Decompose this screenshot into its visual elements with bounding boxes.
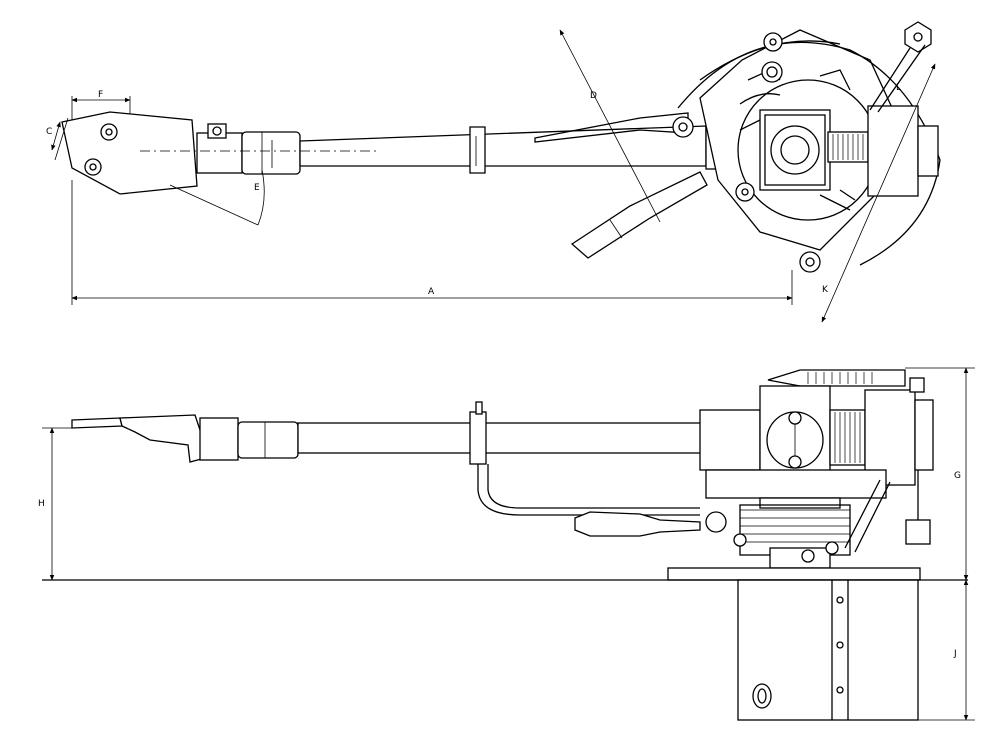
headshell [61,111,198,195]
dim-label-l: L [896,83,901,93]
pivot-assembly-top [677,21,941,273]
arm-lift [534,112,694,143]
headshell-collar [196,123,301,175]
pivot-assembly-side [705,369,934,569]
cueing-lever [570,171,708,259]
dim-label-a: A [428,287,435,297]
side-view: H G J [38,367,975,721]
dim-label-f: F [98,90,103,100]
dim-label-c: C [46,127,52,137]
arm-tube-side [297,401,761,537]
dim-label-d: D [590,91,597,101]
dim-label-j: J [953,649,957,659]
top-view: A F C E D K L [46,21,941,323]
dim-label-k: K [822,285,829,295]
dim-label-g: G [954,471,961,481]
dimensions-top: A F C E D K L [46,29,936,323]
arm-tube [140,125,707,174]
dim-label-h: H [38,499,45,509]
headshell-side [71,414,299,463]
dimensions-side: H G J [38,367,975,721]
dim-label-e: E [254,183,260,193]
mounting-base [667,567,921,721]
